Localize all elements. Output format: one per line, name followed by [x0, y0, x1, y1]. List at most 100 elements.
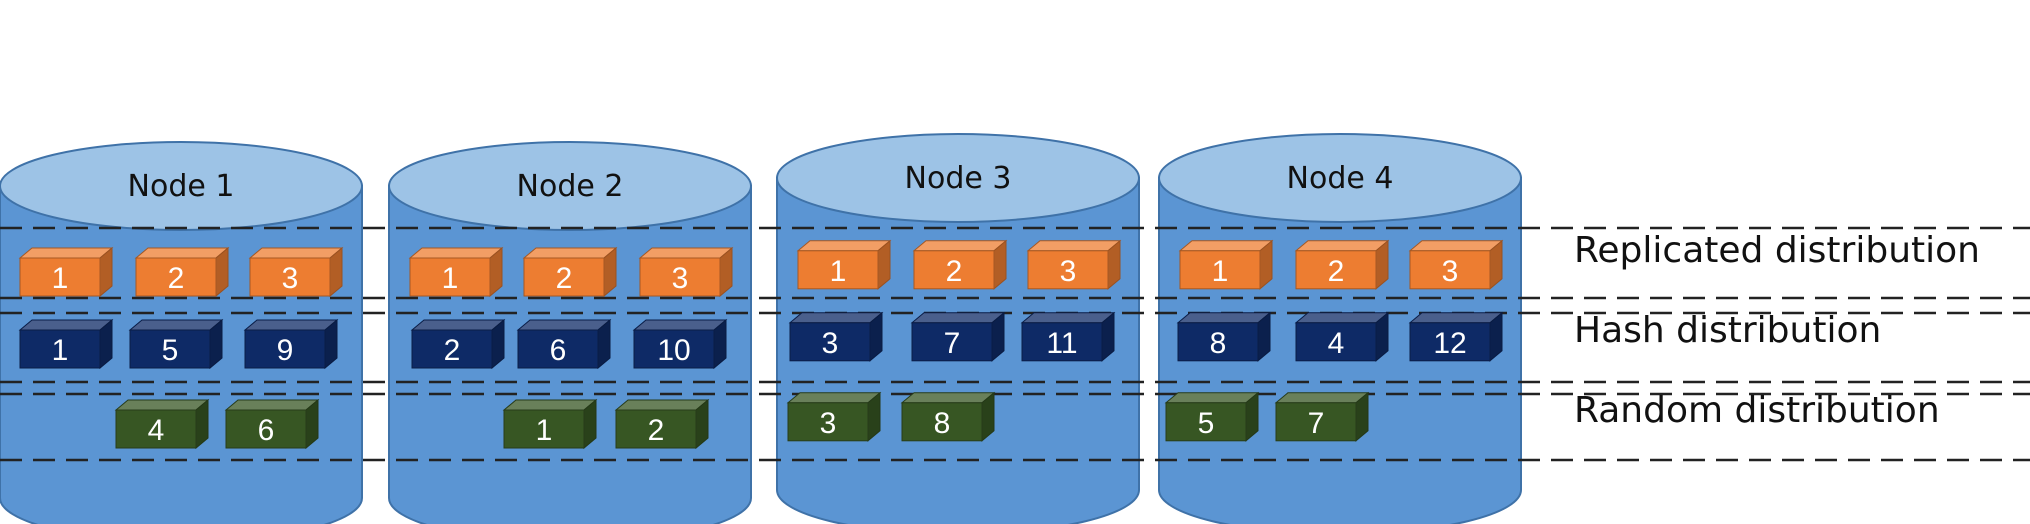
block-top-face — [1164, 392, 1260, 404]
block-number: 3 — [282, 262, 299, 295]
random-block: 6 — [224, 398, 320, 450]
block-front-face — [1275, 402, 1357, 442]
random-block: 8 — [900, 391, 996, 442]
block-top-face — [796, 240, 892, 252]
block-top-face — [1294, 312, 1390, 324]
hash-block: 1 — [18, 318, 114, 370]
block-top-face — [1408, 312, 1504, 324]
hash-block: 3 — [788, 311, 884, 362]
block-top-face — [18, 319, 114, 331]
block-top-face — [128, 319, 224, 331]
block-number: 2 — [1328, 255, 1345, 288]
block-front-face — [503, 409, 585, 449]
replicated-block: 3 — [1408, 239, 1504, 290]
block-front-face — [1027, 250, 1109, 290]
block-front-face — [1179, 250, 1261, 290]
block-front-face — [523, 257, 605, 297]
block-number: 3 — [820, 407, 837, 440]
block-top-face — [632, 319, 728, 331]
random-distribution-label: Random distribution — [1574, 390, 1940, 431]
replicated-block: 1 — [18, 246, 114, 298]
block-front-face — [249, 257, 331, 297]
block-front-face — [639, 257, 721, 297]
block-top-face — [1294, 240, 1390, 252]
hash-block: 5 — [128, 318, 224, 370]
cylinder-top — [776, 133, 1140, 223]
block-front-face — [1165, 402, 1247, 442]
block-top-face — [900, 392, 996, 404]
block-front-face — [913, 250, 995, 290]
block-top-face — [522, 247, 618, 259]
block-front-face — [1295, 250, 1377, 290]
block-top-face — [408, 247, 504, 259]
block-top-face — [410, 319, 506, 331]
hash-block: 2 — [410, 318, 506, 370]
block-number: 9 — [277, 334, 294, 367]
block-front-face — [225, 409, 307, 449]
node-label: Node 1 — [128, 169, 235, 204]
hash-block: 4 — [1294, 311, 1390, 362]
block-top-face — [18, 247, 114, 259]
random-block: 1 — [502, 398, 598, 450]
block-front-face — [787, 402, 869, 442]
block-front-face — [411, 329, 493, 369]
hash-distribution-label: Hash distribution — [1574, 310, 1881, 351]
block-front-face — [517, 329, 599, 369]
block-front-face — [115, 409, 197, 449]
replicated-distribution-label: Replicated distribution — [1574, 230, 1980, 271]
random-block: 3 — [786, 391, 882, 442]
block-number: 2 — [168, 262, 185, 295]
block-number: 11 — [1046, 327, 1077, 360]
block-front-face — [1409, 250, 1491, 290]
block-top-face — [912, 240, 1008, 252]
block-top-face — [248, 247, 344, 259]
block-front-face — [615, 409, 697, 449]
block-number: 1 — [830, 255, 847, 288]
block-top-face — [786, 392, 882, 404]
block-front-face — [789, 322, 871, 362]
node-label: Node 2 — [517, 169, 624, 204]
replicated-block: 1 — [796, 239, 892, 290]
block-top-face — [134, 247, 230, 259]
random-block: 2 — [614, 398, 710, 450]
block-top-face — [788, 312, 884, 324]
block-top-face — [224, 399, 320, 411]
block-number: 7 — [1308, 407, 1325, 440]
block-number: 4 — [1328, 327, 1345, 360]
random-block: 7 — [1274, 391, 1370, 442]
block-number: 6 — [258, 414, 275, 447]
block-number: 2 — [648, 414, 665, 447]
block-number: 5 — [162, 334, 179, 367]
block-front-face — [1177, 322, 1259, 362]
replicated-block: 2 — [912, 239, 1008, 290]
dividers-layer — [0, 226, 2030, 462]
block-top-face — [502, 399, 598, 411]
block-number: 1 — [536, 414, 553, 447]
block-front-face — [797, 250, 879, 290]
hash-block: 12 — [1408, 311, 1504, 362]
replicated-block: 2 — [134, 246, 230, 298]
replicated-block: 2 — [1294, 239, 1390, 290]
block-number: 10 — [657, 334, 690, 367]
block-number: 3 — [672, 262, 689, 295]
block-front-face — [19, 329, 101, 369]
block-front-face — [1295, 322, 1377, 362]
random-block: 5 — [1164, 391, 1260, 442]
block-top-face — [516, 319, 612, 331]
block-number: 5 — [1198, 407, 1215, 440]
block-front-face — [633, 329, 715, 369]
block-number: 4 — [148, 414, 165, 447]
block-number: 2 — [556, 262, 573, 295]
block-top-face — [1020, 312, 1116, 324]
replicated-block: 2 — [522, 246, 618, 298]
block-front-face — [135, 257, 217, 297]
replicated-block: 3 — [248, 246, 344, 298]
hash-block: 6 — [516, 318, 612, 370]
replicated-block: 1 — [408, 246, 504, 298]
block-front-face — [901, 402, 983, 442]
block-front-face — [1409, 322, 1491, 362]
block-top-face — [243, 319, 339, 331]
